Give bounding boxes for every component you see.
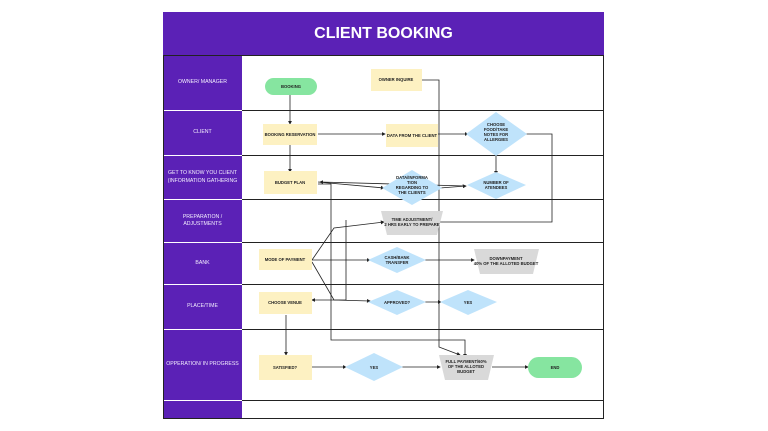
parallelogram-full-payment xyxy=(439,355,494,380)
diagram-title: CLIENT BOOKING xyxy=(163,12,604,55)
decision-data-information-line3: REGARDING TO xyxy=(396,185,429,190)
decision-cash-bank xyxy=(368,247,426,273)
decision-data-information-line2: TION xyxy=(407,180,417,185)
process-data-from-client-text: DATA FROM THE CLIENT xyxy=(387,133,438,138)
connectors xyxy=(284,79,553,369)
process-choose-venue xyxy=(259,292,312,314)
lane-row-client xyxy=(242,111,604,156)
lane-label-place-time: PLACE/TIME xyxy=(163,285,242,329)
lane-row-preparation xyxy=(242,200,604,243)
parallelogram-downpayment xyxy=(474,249,539,274)
decision-cash-bank-line1: CASH/BANK xyxy=(384,255,409,260)
lane-label-information-gathering: GET TO KNOW YOU CLIENT (INFORMATION GATH… xyxy=(163,156,242,199)
process-owner-inquire xyxy=(371,69,422,91)
process-satisfied-text: SATISFIED? xyxy=(273,365,298,370)
decision-choose-food xyxy=(466,112,527,156)
lane-row-bank xyxy=(242,243,604,285)
decision-choose-food-line2: FOOD/TAKE xyxy=(484,127,509,132)
process-booking-reservation-text: BOOKING RESERVATION xyxy=(265,132,316,137)
lane-label-bank: BANK xyxy=(163,243,242,284)
lane-row-place-time xyxy=(242,285,604,330)
parallelogram-time-adjustment xyxy=(381,211,443,235)
decision-approved xyxy=(368,290,426,315)
terminal-end-text: END xyxy=(551,365,560,370)
decision-yes-satisfied-text: YES xyxy=(370,365,379,370)
decision-number-attendees-line2: ATENDEES xyxy=(485,185,508,190)
decision-yes-approved xyxy=(440,290,497,315)
decision-data-information xyxy=(382,170,442,205)
decision-yes-satisfied xyxy=(345,353,403,381)
decision-choose-food-line4: ALLERGIES xyxy=(484,137,508,142)
process-booking-reservation xyxy=(263,124,317,145)
terminal-booking xyxy=(265,78,317,95)
parallelogram-time-adjustment-line2: 2 HRS EARLY TO PREPARE xyxy=(384,222,439,227)
process-mode-of-payment-text: MODE OF PAYMENT xyxy=(265,257,306,262)
process-data-from-client xyxy=(386,124,438,147)
process-budget-plan xyxy=(264,171,317,194)
connector-budget-down xyxy=(318,183,467,358)
decision-cash-bank-line2: TRANSFER xyxy=(386,260,409,265)
decision-number-attendees-line1: NUMBER OF xyxy=(483,180,509,185)
process-choose-venue-text: CHOOSE VENUE xyxy=(268,300,302,305)
decision-choose-food-line1: CHOOSE xyxy=(487,122,505,127)
connector-payment-to-prep xyxy=(311,220,385,261)
lane-row-owner-manager xyxy=(242,56,604,111)
decision-choose-food-line3: NOTES FOR xyxy=(484,132,508,137)
parallelogram-full-payment-line1: FULL PAYMENT/60% xyxy=(445,359,486,364)
process-owner-inquire-text: OWNER INQUIRE xyxy=(379,77,414,82)
decision-approved-text: APPROVED? xyxy=(384,300,411,305)
process-satisfied xyxy=(259,355,312,380)
parallelogram-time-adjustment-line1: TIME ADJUSTMENT/ xyxy=(392,217,434,222)
parallelogram-full-payment-line2: OF THE ALLOTED xyxy=(448,364,484,369)
decision-data-information-line1: DATA/INFORMA xyxy=(396,175,428,180)
lane-label-operation: OPPERATION/ IN PROGRESS xyxy=(163,330,242,400)
decision-number-attendees xyxy=(467,172,526,199)
decision-data-information-line4: THE CLIENTS xyxy=(398,190,426,195)
lane-label-client: CLIENT xyxy=(163,111,242,155)
lane-label-owner-manager: OWNER/ MANAGER xyxy=(163,56,242,110)
connector-food-to-prep xyxy=(436,133,553,224)
parallelogram-full-payment-line3: BUDGET xyxy=(457,369,475,374)
parallelogram-downpayment-line1: DOWNPAYMENT xyxy=(489,256,522,261)
lane-label-empty xyxy=(163,401,242,419)
connector-data-to-attendees xyxy=(439,184,467,189)
decision-yes-approved-text: YES xyxy=(464,300,473,305)
terminal-end xyxy=(528,357,582,378)
connector-payment-to-venue xyxy=(311,261,371,303)
lane-label-preparation: PREPARATION / ADJUSTMENTS xyxy=(163,200,242,242)
lane-row-operation xyxy=(242,330,604,401)
parallelogram-downpayment-line2: 40% OF THE ALLOTED BUDGET xyxy=(474,261,539,266)
process-budget-plan-text: BUDGET PLAN xyxy=(275,180,305,185)
process-mode-of-payment xyxy=(259,249,312,270)
terminal-booking-text: BOOKING xyxy=(281,84,301,89)
connector-budget-to-data xyxy=(317,181,385,190)
lane-row-information-gathering xyxy=(242,156,604,200)
